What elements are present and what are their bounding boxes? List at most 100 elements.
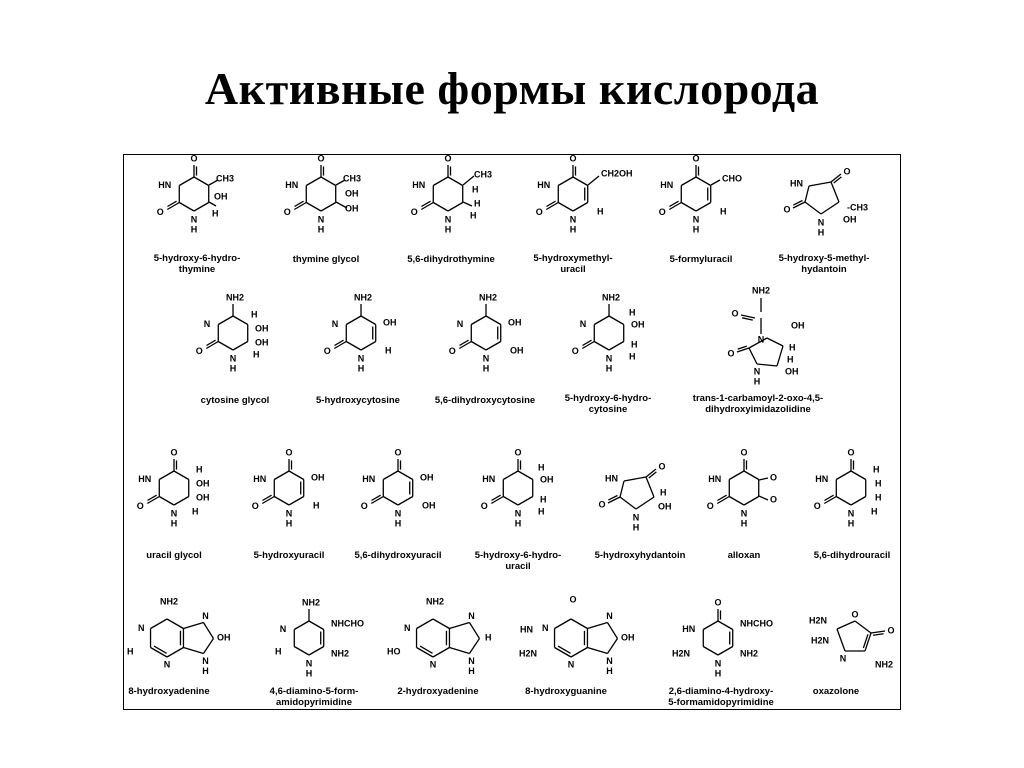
svg-text:O: O — [190, 155, 197, 163]
svg-text:N: N — [570, 214, 577, 224]
compound-label: 5-hydroxy-6-hydro- uracil — [474, 550, 562, 572]
svg-text:N: N — [483, 353, 490, 363]
compound-label: 4,6-diamino-5-form- amidopyrimidine — [269, 686, 359, 708]
svg-text:OH: OH — [345, 203, 359, 213]
svg-text:H: H — [212, 208, 219, 218]
svg-text:N: N — [445, 214, 452, 224]
svg-text:CHO: CHO — [722, 173, 742, 183]
compound-label: 5-hydroxyuracil — [253, 550, 325, 561]
svg-text:H: H — [251, 309, 258, 319]
svg-text:H: H — [313, 500, 320, 510]
svg-text:HN: HN — [605, 473, 618, 483]
svg-text:HN: HN — [482, 474, 495, 484]
svg-text:H: H — [286, 518, 293, 528]
svg-text:CH3: CH3 — [474, 169, 492, 179]
compound-label: trans-1-carbamoyl-2-oxo-4,5- dihydroxyim… — [692, 393, 824, 415]
svg-text:O: O — [659, 207, 666, 217]
svg-text:O: O — [514, 447, 521, 457]
svg-text:O: O — [252, 501, 259, 511]
svg-text:OH: OH — [311, 472, 325, 482]
compound-label: 8-hydroxyadenine — [128, 686, 210, 697]
svg-text:H: H — [871, 506, 878, 516]
svg-text:N: N — [230, 353, 237, 363]
svg-text:N: N — [580, 319, 587, 329]
svg-text:H: H — [275, 646, 282, 656]
svg-text:O: O — [196, 346, 203, 356]
svg-text:N: N — [758, 334, 765, 344]
svg-text:H: H — [127, 646, 134, 656]
svg-text:OH: OH — [422, 500, 436, 510]
svg-text:N: N — [202, 656, 209, 666]
svg-text:NH2: NH2 — [331, 648, 349, 658]
structures-drawing: OOHNNHCH3OHHOOHNNHCH3OHOHOOHNNHCH3HHHOOH… — [127, 155, 895, 678]
svg-text:H: H — [445, 224, 452, 234]
svg-text:N: N — [204, 319, 211, 329]
svg-text:N: N — [848, 508, 855, 518]
svg-text:HN: HN — [285, 180, 298, 190]
svg-text:CH3: CH3 — [343, 173, 361, 183]
svg-text:N: N — [358, 353, 365, 363]
svg-text:H: H — [629, 351, 636, 361]
svg-text:H: H — [875, 478, 882, 488]
svg-text:O: O — [847, 447, 854, 457]
compound-label: 5-formyluracil — [669, 254, 733, 265]
svg-text:HN: HN — [253, 474, 266, 484]
svg-text:H: H — [540, 494, 547, 504]
svg-text:O: O — [394, 447, 401, 457]
svg-text:H: H — [606, 666, 613, 676]
svg-text:NHCHO: NHCHO — [331, 618, 364, 628]
svg-text:N: N — [542, 623, 549, 633]
svg-text:O: O — [770, 472, 777, 482]
svg-text:O: O — [285, 447, 292, 457]
svg-text:N: N — [306, 658, 313, 668]
compound-label: 5-hydroxyhydantoin — [594, 550, 686, 561]
svg-text:O: O — [731, 308, 738, 318]
svg-text:N: N — [515, 508, 522, 518]
svg-text:HN: HN — [660, 180, 673, 190]
svg-text:O: O — [536, 207, 543, 217]
svg-text:OH: OH — [785, 366, 799, 376]
svg-text:H: H — [631, 339, 638, 349]
svg-text:N: N — [840, 653, 847, 663]
svg-text:H: H — [230, 363, 237, 373]
svg-text:HN: HN — [138, 474, 151, 484]
svg-text:O: O — [170, 447, 177, 457]
compound-label: alloxan — [727, 550, 761, 561]
svg-text:O: O — [770, 494, 777, 504]
svg-text:HN: HN — [708, 474, 721, 484]
svg-text:OH: OH — [383, 317, 397, 327]
svg-text:H2N: H2N — [809, 615, 827, 625]
svg-text:OH: OH — [217, 632, 231, 642]
svg-text:N: N — [741, 508, 748, 518]
svg-text:HN: HN — [158, 180, 171, 190]
svg-text:H: H — [629, 307, 636, 317]
svg-text:HO: HO — [387, 646, 401, 656]
svg-text:N: N — [430, 659, 437, 669]
svg-text:H: H — [483, 363, 490, 373]
compound-label: oxazolone — [812, 686, 860, 697]
svg-text:H: H — [468, 666, 475, 676]
svg-text:HN: HN — [412, 180, 425, 190]
compound-label: 5,6-dihydrouracil — [813, 550, 891, 561]
svg-text:CH2OH: CH2OH — [601, 168, 633, 178]
svg-text:NH2: NH2 — [752, 285, 770, 295]
svg-text:HN: HN — [790, 178, 803, 188]
svg-text:OH: OH — [540, 474, 554, 484]
svg-text:O: O — [727, 348, 734, 358]
svg-text:H: H — [470, 210, 477, 220]
svg-text:H: H — [715, 668, 722, 678]
compound-label: 2,6-diamino-4-hydroxy- 5-formamidopyrimi… — [668, 686, 774, 708]
svg-text:NH2: NH2 — [160, 596, 178, 606]
